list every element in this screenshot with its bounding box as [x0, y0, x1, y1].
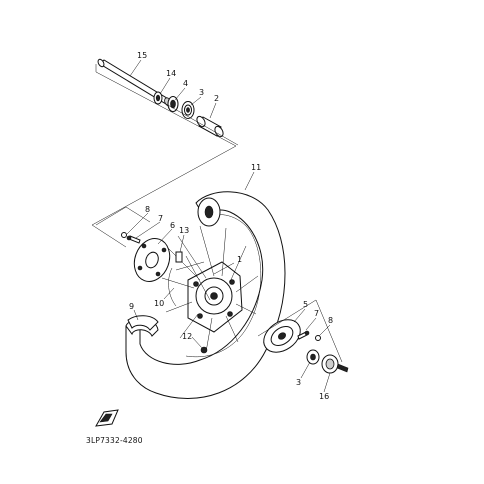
washer-right	[315, 335, 321, 341]
callout-8-left: 8	[145, 205, 150, 214]
axle-guide-line	[165, 103, 239, 146]
axle-nut	[321, 354, 349, 374]
rim-band	[168, 267, 177, 307]
callout-4: 4	[183, 79, 188, 88]
callout-3-right: 3	[296, 378, 301, 387]
brake-disc	[133, 238, 171, 282]
callout-7-right: 7	[314, 309, 319, 318]
callout-9: 9	[129, 302, 134, 311]
brake-plate-right	[263, 319, 301, 353]
tube-section	[127, 315, 159, 331]
callout-2: 2	[214, 94, 219, 103]
oil-seal-left	[167, 96, 179, 112]
callout-6: 6	[170, 221, 175, 230]
bearing-right	[306, 349, 320, 365]
spoke-nipple	[200, 346, 208, 354]
callout-5-right: 5	[303, 300, 308, 309]
front-direction-arrow-icon	[95, 409, 119, 427]
callouts: 15 14 4 3 2 11 8 7 6 13 1 10 9 12 5 7 8 …	[129, 51, 333, 401]
callout-1: 1	[237, 255, 242, 264]
valve	[175, 251, 183, 263]
callout-3: 3	[199, 88, 204, 97]
washer-left	[121, 232, 127, 238]
wheel-hub	[187, 261, 243, 333]
right-assembly-frame	[257, 299, 343, 363]
catalog-code: 3LP7332-4280	[86, 436, 143, 445]
callout-10: 10	[154, 299, 164, 308]
bolt-right	[297, 330, 310, 340]
callout-16: 16	[319, 392, 329, 401]
bolt-left	[126, 235, 141, 244]
leader-lines	[126, 59, 331, 393]
callout-13: 13	[179, 226, 189, 235]
spacer	[196, 115, 224, 138]
upper-assembly-frame	[91, 64, 237, 248]
callout-12: 12	[182, 332, 192, 341]
left-assembly-frame	[95, 206, 151, 226]
callout-11: 11	[251, 163, 261, 172]
callout-7-left: 7	[158, 214, 163, 223]
bearing-left	[181, 101, 195, 119]
callout-8-right: 8	[328, 316, 333, 325]
callout-15: 15	[137, 51, 147, 60]
axle-collar	[153, 91, 163, 105]
spokes	[161, 225, 259, 353]
callout-14: 14	[166, 69, 176, 78]
